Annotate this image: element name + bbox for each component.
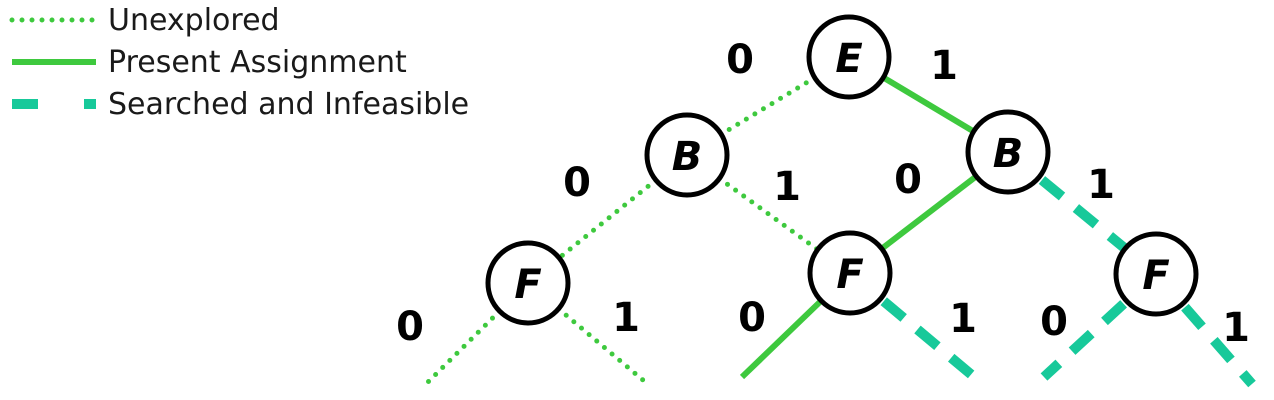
legend-item-infeasible: Searched and Infeasible: [12, 87, 469, 122]
edge-label-F-middle-0: 0: [738, 295, 766, 341]
edge-label-E-0: 0: [726, 37, 754, 83]
node-circle: [485, 240, 571, 326]
edge-label-F-left-1: 1: [612, 295, 640, 341]
legend-item-unexplored: Unexplored: [9, 3, 280, 38]
node-label: F: [836, 252, 863, 298]
node-B-left: B: [644, 112, 730, 198]
edge-F-middle-to-leaf-4: [846, 269, 977, 380]
node-F-right: F: [1113, 231, 1199, 317]
edge-label-F-middle-1: 1: [949, 296, 977, 342]
edge-label-F-right-1: 1: [1222, 305, 1250, 351]
edge-label-B-right-1: 1: [1087, 162, 1115, 208]
node-circle: [644, 112, 730, 198]
node-label: F: [1142, 253, 1169, 299]
node-F-left: F: [485, 240, 571, 326]
edge-B-right-to-F-right: [1004, 148, 1160, 278]
edge-label-F-left-0: 0: [396, 304, 424, 350]
edge-label-B-left-1: 1: [773, 164, 801, 210]
edge-label-B-left-0: 0: [563, 160, 591, 206]
node-circle: [965, 109, 1051, 195]
edge-label-E-1: 1: [930, 43, 958, 89]
legend-item-present: Present Assignment: [12, 45, 407, 80]
node-E: E: [806, 14, 892, 100]
edge-F-left-to-leaf-2: [525, 280, 653, 389]
legend-label: Unexplored: [108, 3, 280, 38]
edge-F-left-to-leaf-1: [425, 280, 531, 385]
legend-label: Searched and Infeasible: [108, 87, 469, 122]
node-circle: [1113, 231, 1199, 317]
node-circle: [806, 14, 892, 100]
node-label: E: [835, 36, 862, 82]
node-label: B: [993, 131, 1024, 177]
node-F-middle: F: [807, 230, 893, 316]
edge-label-B-right-0: 0: [894, 157, 922, 203]
tree-edges: [425, 54, 1256, 389]
node-label: B: [672, 134, 703, 180]
edge-label-F-right-0: 0: [1040, 299, 1068, 345]
node-label: F: [514, 262, 541, 308]
node-B-right: B: [965, 109, 1051, 195]
legend-label: Present Assignment: [108, 45, 407, 80]
edge-labels: 0 1 0 1 0 1 0 1 0 1 0 1: [396, 37, 1250, 351]
tree-nodes: E B B F F F: [485, 14, 1199, 326]
node-circle: [807, 230, 893, 316]
